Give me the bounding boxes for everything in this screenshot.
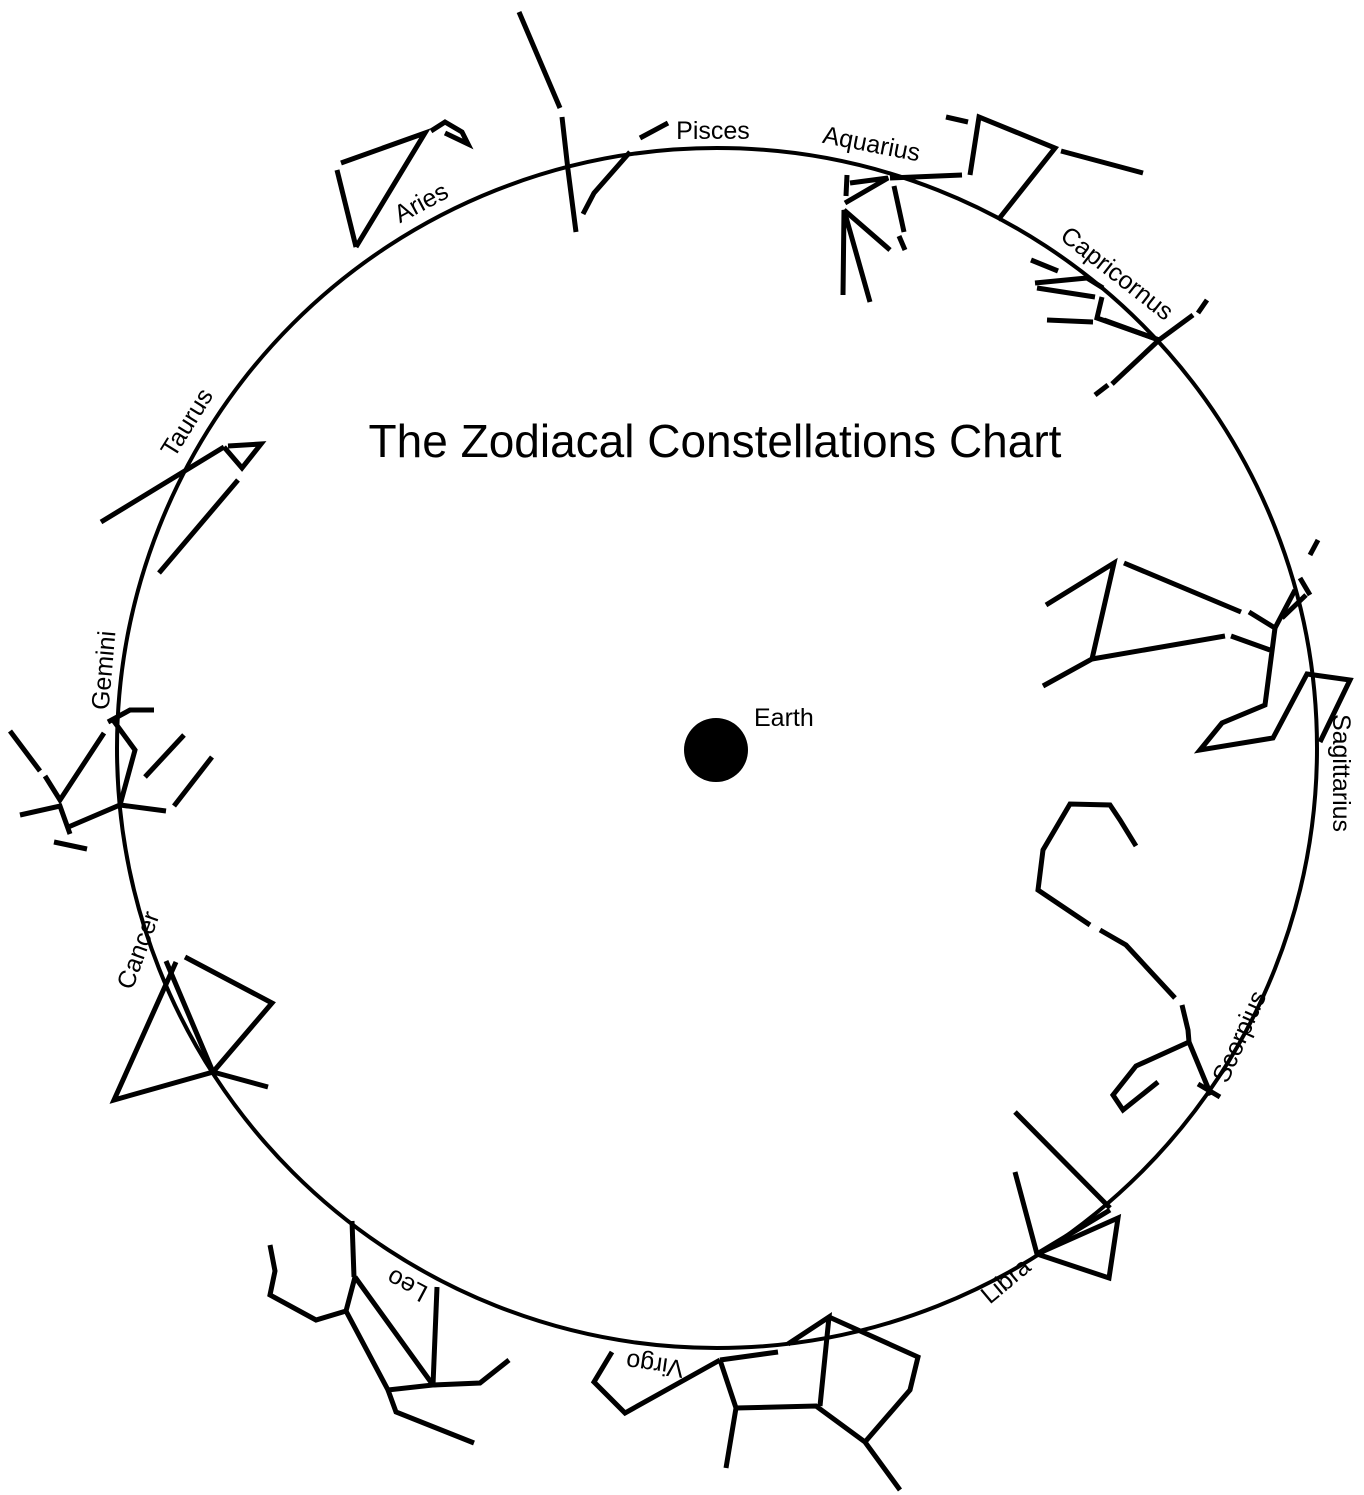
earth-label: Earth [754,704,814,732]
constellation-label-leo: Leo [382,1263,432,1307]
constellation-label-sagittarius: Sagittarius [1327,714,1355,832]
constellation-label-capricornus: Capricornus [1055,221,1178,326]
constellation-label-taurus: Taurus [155,384,219,462]
constellation-label-virgo: Virgo [624,1347,685,1383]
constellation-figure-taurus [101,444,261,573]
constellation-figure-gemini [10,710,212,849]
constellation-figure-pisces [519,12,668,232]
constellation-figure-libra [1015,1112,1118,1278]
constellation-label-aries: Aries [390,177,453,228]
constellation-figure-sagittarius [1043,540,1350,750]
constellation-figure-leo [270,1221,509,1443]
constellation-figure-scorpius [1038,804,1220,1110]
earth-dot [684,718,748,782]
constellation-label-gemini: Gemini [87,630,122,711]
constellation-label-cancer: Cancer [112,908,166,993]
chart-title: The Zodiacal Constellations Chart [369,415,1062,467]
constellation-label-scorpius: Scorpius [1207,987,1272,1087]
constellation-label-pisces: Pisces [676,117,750,145]
